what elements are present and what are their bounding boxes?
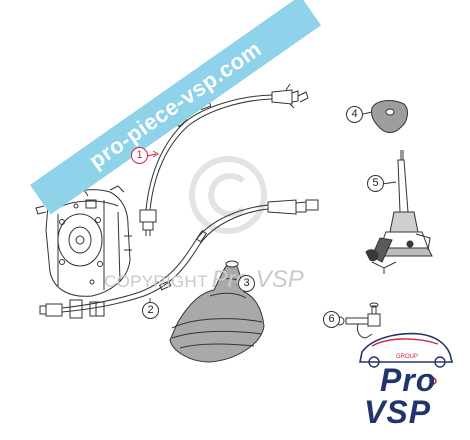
callout-4: 4 [346,106,363,123]
part-5-gear-lever-assembly [365,150,433,274]
callout-5: 5 [367,175,384,192]
callout-6: 6 [323,311,340,328]
logo-tag: GROUP [396,354,419,360]
part-1-shift-cable [139,83,309,236]
callout-2: 2 [142,302,159,319]
logo-line-pro: Pro [380,362,437,398]
callout-3: 3 [238,275,255,292]
part-4-gear-knob-insert [371,100,408,133]
logo-line-vsp: VSP [364,394,432,430]
copyright-watermark-icon [189,156,267,234]
part-6-linkage-rod [335,302,381,339]
part-2-selector-cable [39,199,319,319]
watermark-brand: Pro VSP [211,266,304,293]
gearbox-drawing [35,185,132,297]
logo-car-icon [359,332,454,368]
logo-dot-icon [429,377,437,385]
callout-1: 1 [131,147,148,164]
copyright-text: COPYRIGHT [104,272,208,291]
